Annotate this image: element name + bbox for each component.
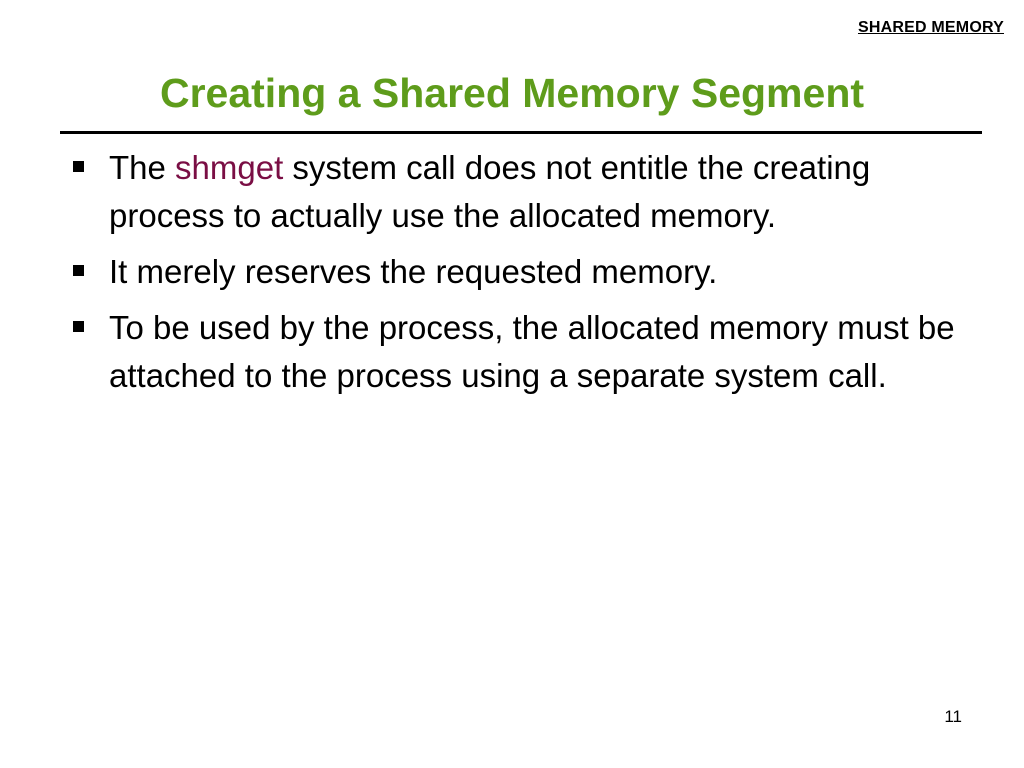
bullet-text: It merely reserves the requested memory. — [109, 253, 718, 290]
shmget-keyword: shmget — [175, 149, 284, 186]
bullet-list: The shmget system call does not entitle … — [68, 144, 988, 408]
square-bullet-icon — [73, 161, 84, 172]
section-header-tag: SHARED MEMORY — [857, 19, 1004, 36]
bullet-item-2: It merely reserves the requested memory. — [68, 248, 988, 296]
title-divider — [60, 131, 982, 134]
bullet-text: To be used by the process, the allocated… — [109, 309, 955, 394]
bullet-item-3: To be used by the process, the allocated… — [68, 304, 988, 400]
square-bullet-icon — [73, 321, 84, 332]
page-number: 11 — [944, 707, 962, 726]
bullet-text-suffix: system call does not entitle the creatin… — [109, 149, 871, 234]
square-bullet-icon — [73, 265, 84, 276]
bullet-text-prefix: The — [109, 149, 176, 186]
bullet-item-1: The shmget system call does not entitle … — [68, 144, 988, 240]
slide-title: Creating a Shared Memory Segment — [159, 70, 865, 116]
